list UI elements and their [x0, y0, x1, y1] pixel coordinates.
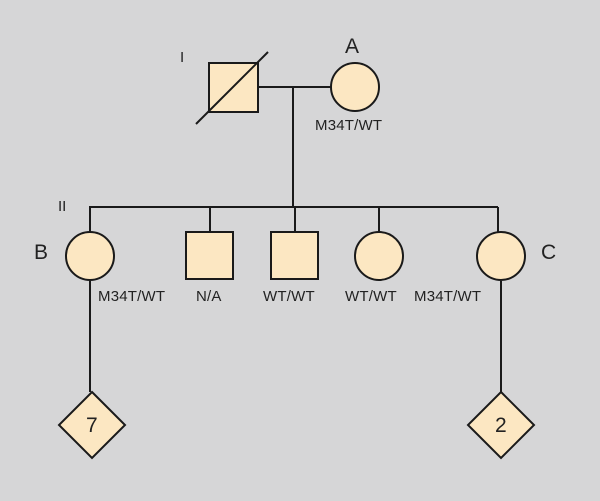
child-2-symbol	[185, 231, 234, 280]
deceased-slash	[195, 51, 269, 125]
child-b-genotype: M34T/WT	[98, 288, 166, 305]
child-b-symbol	[65, 231, 115, 281]
child-2-genotype: N/A	[196, 288, 222, 305]
child-3-symbol	[270, 231, 319, 280]
offspring-b-diamond	[57, 390, 127, 460]
child-c-label: C	[541, 241, 557, 264]
child-3-genotype: WT/WT	[263, 288, 315, 305]
child-c-genotype: M34T/WT	[414, 288, 482, 305]
child-4-genotype: WT/WT	[345, 288, 397, 305]
offspring-c-count: 2	[495, 414, 507, 437]
mother-symbol	[330, 62, 380, 112]
offspring-b-count: 7	[86, 414, 98, 437]
child-4-symbol	[354, 231, 404, 281]
offspring-c-diamond	[466, 390, 536, 460]
child-c-symbol	[476, 231, 526, 281]
generation-label-2: II	[58, 198, 67, 215]
child-b-label: B	[34, 241, 49, 264]
generation-label-1: I	[180, 49, 185, 66]
mother-genotype: M34T/WT	[315, 117, 383, 134]
mother-label: A	[345, 35, 360, 58]
